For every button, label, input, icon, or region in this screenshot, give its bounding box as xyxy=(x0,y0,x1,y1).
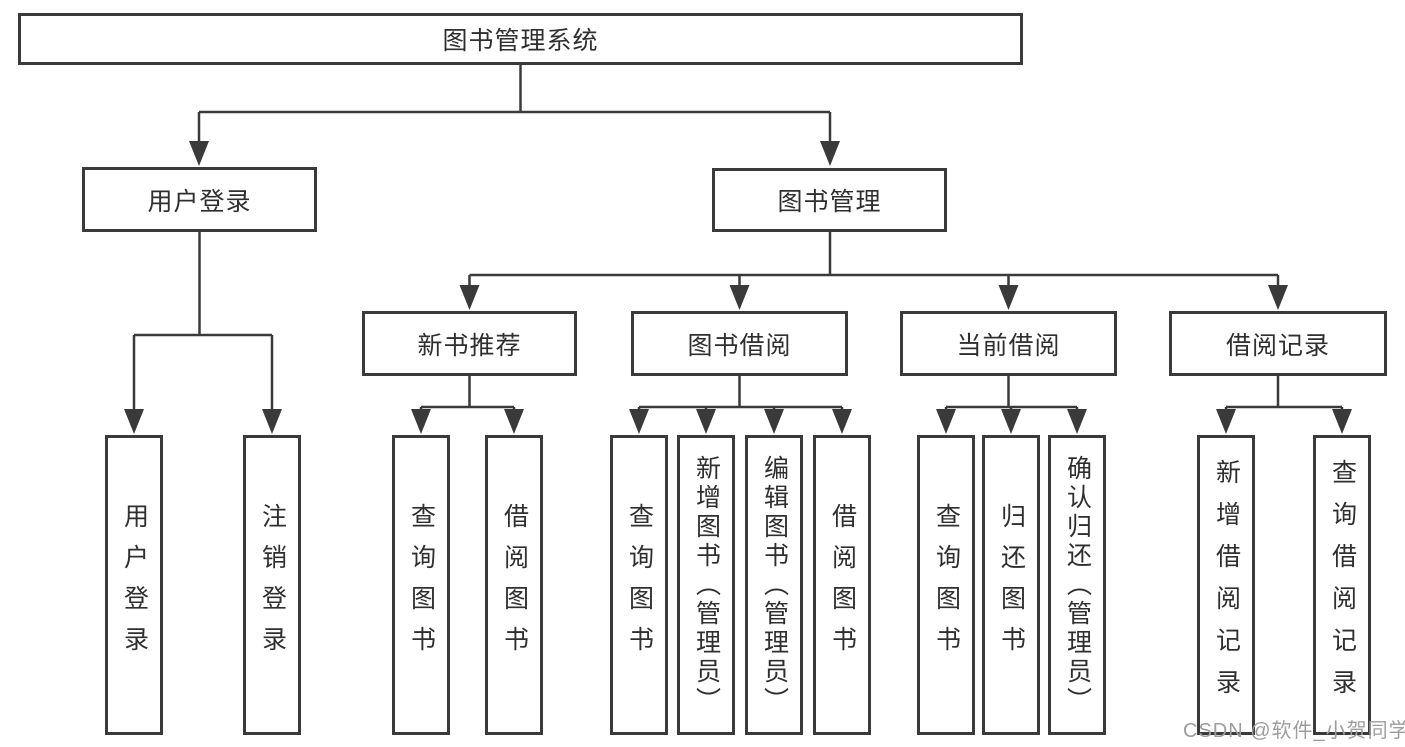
leaf-borrow-books-recommend: 借阅图书 xyxy=(485,435,543,735)
node-label: 归还图书 xyxy=(997,503,1026,667)
node-label: 新增借阅记录 xyxy=(1212,459,1241,711)
node-label: 借阅图书 xyxy=(500,503,529,667)
leaf-query-books-borrowing: 查询图书 xyxy=(610,435,668,735)
node-label: 用户登录 xyxy=(120,503,149,667)
leaf-return-books: 归还图书 xyxy=(982,435,1040,735)
node-book-borrowing: 图书借阅 xyxy=(631,311,848,376)
leaf-confirm-return-admin: 确认归还（管理员） xyxy=(1048,435,1106,735)
node-label: 用户登录 xyxy=(147,187,252,216)
node-label: 图书借阅 xyxy=(687,331,792,360)
node-label: 新增图书（管理员） xyxy=(692,454,721,716)
leaf-query-borrow-record: 查询借阅记录 xyxy=(1313,435,1371,735)
node-label: 编辑图书（管理员） xyxy=(760,454,789,716)
leaf-add-borrow-record: 新增借阅记录 xyxy=(1197,435,1255,735)
node-label: 图书管理 xyxy=(777,188,882,216)
csdn-watermark: CSDN @软件_小贺同学 xyxy=(1183,720,1405,742)
leaf-logout-login: 注销登录 xyxy=(243,435,301,735)
leaf-add-books-admin: 新增图书（管理员） xyxy=(677,435,735,735)
leaf-query-books-recommend: 查询图书 xyxy=(392,435,450,735)
node-label: 查询借阅记录 xyxy=(1328,459,1357,711)
node-label: 确认归还（管理员） xyxy=(1063,454,1092,716)
node-label: 注销登录 xyxy=(258,503,287,667)
leaf-query-books-current: 查询图书 xyxy=(917,435,975,735)
node-label: 当前借阅 xyxy=(956,331,1061,360)
node-label: 借阅图书 xyxy=(828,503,857,667)
leaf-borrow-books-borrowing: 借阅图书 xyxy=(813,435,871,735)
node-book-management: 图书管理 xyxy=(712,168,947,232)
node-user-login: 用户登录 xyxy=(82,167,317,232)
node-label: 借阅记录 xyxy=(1225,331,1330,360)
node-label: 新书推荐 xyxy=(417,331,522,360)
arrowheads xyxy=(124,141,1352,434)
node-new-book-recommendation: 新书推荐 xyxy=(362,311,577,376)
node-label: 查询图书 xyxy=(625,503,654,667)
node-label: 图书管理系统 xyxy=(442,27,599,55)
leaf-user-login: 用户登录 xyxy=(105,435,163,735)
node-library-system: 图书管理系统 xyxy=(18,13,1023,65)
node-label: 查询图书 xyxy=(407,503,436,667)
node-current-borrowing: 当前借阅 xyxy=(900,311,1117,376)
leaf-edit-books-admin: 编辑图书（管理员） xyxy=(745,435,803,735)
node-borrowing-records: 借阅记录 xyxy=(1169,311,1387,376)
node-label: 查询图书 xyxy=(932,503,961,667)
